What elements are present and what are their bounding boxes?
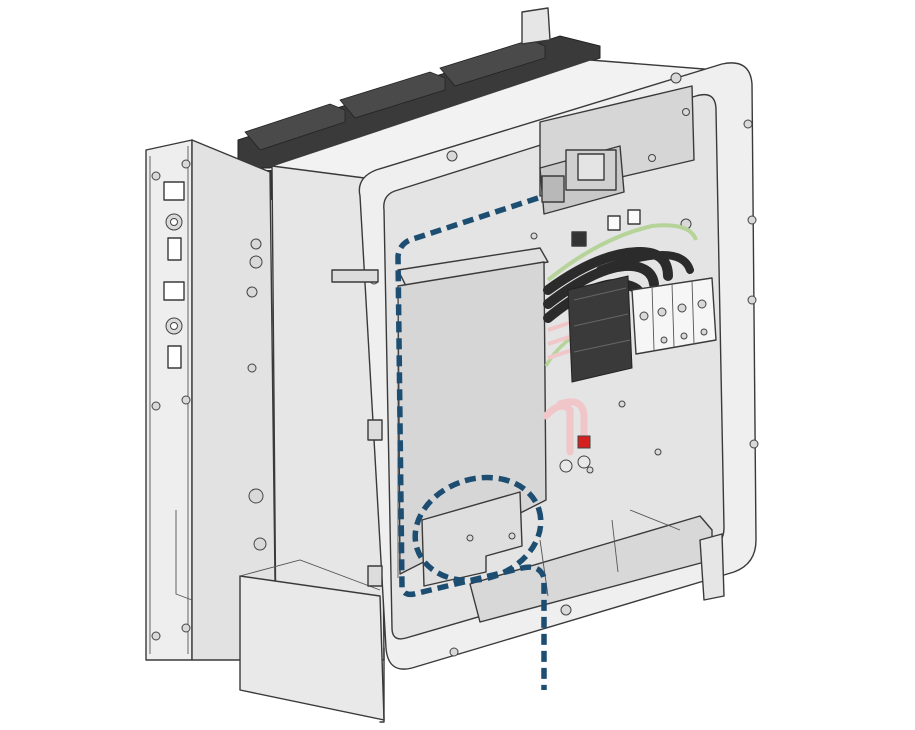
cables: [542, 223, 698, 473]
cable-route-lines: [395, 195, 547, 690]
cable-loop-area: [412, 474, 544, 584]
relay-block: [539, 145, 625, 215]
mounting-bracket: [145, 139, 277, 661]
communication-cable-route: [395, 195, 547, 690]
terminal-blocks: [567, 275, 717, 383]
